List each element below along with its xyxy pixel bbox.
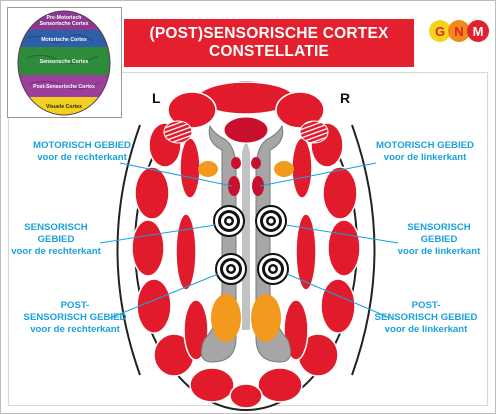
striped-lobe-right	[299, 120, 329, 144]
lobe-right-3	[327, 219, 361, 277]
label-sensory-right-subtitle: voor de linkerkant	[397, 246, 481, 257]
motor-area-left-upper	[231, 157, 241, 169]
thumb-label-post-sensory: Post-Sensorische Cortex	[33, 84, 95, 90]
title-banner: (POST)SENSORISCHE CORTEX CONSTELLATIE	[124, 19, 414, 67]
lobe-top-left	[167, 91, 217, 129]
lobe-left-3	[131, 219, 165, 277]
side-label-left: L	[152, 90, 161, 106]
lobe-inner-right-2	[295, 213, 317, 291]
label-sensory-right: SENSORISCH GEBIED voor de linkerkant	[386, 222, 492, 258]
lobe-inner-right-1	[291, 137, 313, 199]
label-motor-right-subtitle: voor de linkerkant	[383, 152, 467, 163]
label-post-left-subtitle: voor de rechterkant	[30, 324, 120, 335]
label-post-left: POST- SENSORISCH GEBIED voor de rechterk…	[10, 300, 140, 336]
lobe-bottom	[229, 383, 263, 409]
band-post-sensory	[18, 75, 110, 97]
label-post-right-title-1: POST-	[411, 300, 441, 311]
leader-sensory-left	[99, 224, 216, 244]
target-sensory-left	[213, 205, 245, 237]
band-sensory	[18, 47, 110, 75]
target-post-sensory-right	[257, 253, 289, 285]
orange-area-left-top	[198, 161, 218, 177]
lobe-bottom-right	[257, 367, 303, 403]
cortex-lobes	[131, 81, 361, 409]
logo-letter-m: M	[473, 24, 484, 39]
leader-sensory-right	[285, 224, 399, 244]
lobe-left-4	[136, 278, 172, 334]
brain-thumbnail-graphic: Pre-Motorisch Sensorische Cortex Motoris…	[17, 10, 111, 116]
label-post-left-title-2: SENSORISCH GEBIED	[23, 312, 127, 323]
lobe-top-right	[275, 91, 325, 129]
logo-letter-n: N	[454, 24, 463, 39]
label-sensory-right-title-2: GEBIED	[420, 234, 458, 245]
target-markers	[213, 205, 289, 285]
central-septum	[242, 140, 250, 330]
thumb-label-premotor-2: Sensorische Cortex	[40, 21, 89, 27]
label-sensory-right-title-1: SENSORISCH	[407, 222, 471, 233]
orange-area-left-bottom	[211, 294, 241, 342]
label-sensory-left: SENSORISCH GEBIED voor de rechterkant	[2, 222, 110, 258]
orange-area-right-top	[274, 161, 294, 177]
label-motor-left-subtitle: voor de rechterkant	[37, 152, 127, 163]
title-line-2: CONSTELLATIE	[208, 43, 330, 60]
leader-motor-right	[259, 162, 377, 187]
left-hemisphere-bracket	[116, 124, 141, 376]
lobe-left-2	[134, 166, 170, 220]
gnm-logo-graphic: G N M	[429, 20, 489, 42]
gnm-logo: G N M	[428, 19, 490, 43]
leader-motor-left	[119, 162, 233, 187]
label-post-right-title-2: SENSORISCH GEBIED	[374, 312, 478, 323]
label-post-right: POST- SENSORISCH GEBIED voor de linkerka…	[360, 300, 492, 336]
side-label-right: R	[340, 90, 351, 106]
band-motor	[18, 30, 110, 47]
thumb-label-premotor-1: Pre-Motorisch	[47, 15, 82, 21]
label-motor-right: MOTORISCH GEBIED voor de linkerkant	[360, 140, 490, 164]
motor-area-left	[228, 176, 240, 196]
logo-letter-g: G	[435, 24, 445, 39]
label-sensory-left-title-2: GEBIED	[37, 234, 75, 245]
lobe-right-4	[320, 278, 356, 334]
orange-area-right-bottom	[251, 294, 281, 342]
striped-lobe-left	[163, 120, 193, 144]
lobe-inner-left-1	[179, 137, 201, 199]
lobe-inner-left-2	[175, 213, 197, 291]
target-post-sensory-left	[215, 253, 247, 285]
title-line-1: (POST)SENSORISCHE CORTEX	[149, 25, 389, 42]
motor-areas	[228, 157, 264, 196]
orange-areas	[198, 161, 294, 342]
leader-post-left	[109, 273, 219, 319]
motor-area-right-upper	[251, 157, 261, 169]
lobe-bottom-left	[189, 367, 235, 403]
label-post-right-subtitle: voor de linkerkant	[384, 324, 468, 335]
motor-area-right	[252, 176, 264, 196]
right-hemisphere-bracket	[351, 124, 376, 376]
logo-circle-n	[448, 20, 470, 42]
logo-circle-g	[429, 20, 451, 42]
label-sensory-left-title-1: SENSORISCH	[24, 222, 88, 233]
lobe-right-2	[322, 166, 358, 220]
thumb-label-sensory: Sensorische Cortex	[40, 59, 89, 65]
label-motor-left-title: MOTORISCH GEBIED	[33, 140, 131, 151]
leader-post-right	[286, 273, 391, 319]
leader-lines	[99, 162, 399, 319]
lobe-central-top	[223, 116, 269, 144]
logo-circle-m	[467, 20, 489, 42]
thumb-label-motor: Motorische Cortex	[41, 37, 87, 43]
label-post-left-title-1: POST-	[60, 300, 90, 311]
brain-thumbnail: Pre-Motorisch Sensorische Cortex Motoris…	[7, 7, 122, 118]
label-sensory-left-subtitle: voor de rechterkant	[11, 246, 101, 257]
thumb-label-visual: Visuele Cortex	[46, 104, 82, 110]
label-motor-left: MOTORISCH GEBIED voor de rechterkant	[18, 140, 146, 164]
label-motor-right-title: MOTORISCH GEBIED	[376, 140, 474, 151]
target-sensory-right	[255, 205, 287, 237]
